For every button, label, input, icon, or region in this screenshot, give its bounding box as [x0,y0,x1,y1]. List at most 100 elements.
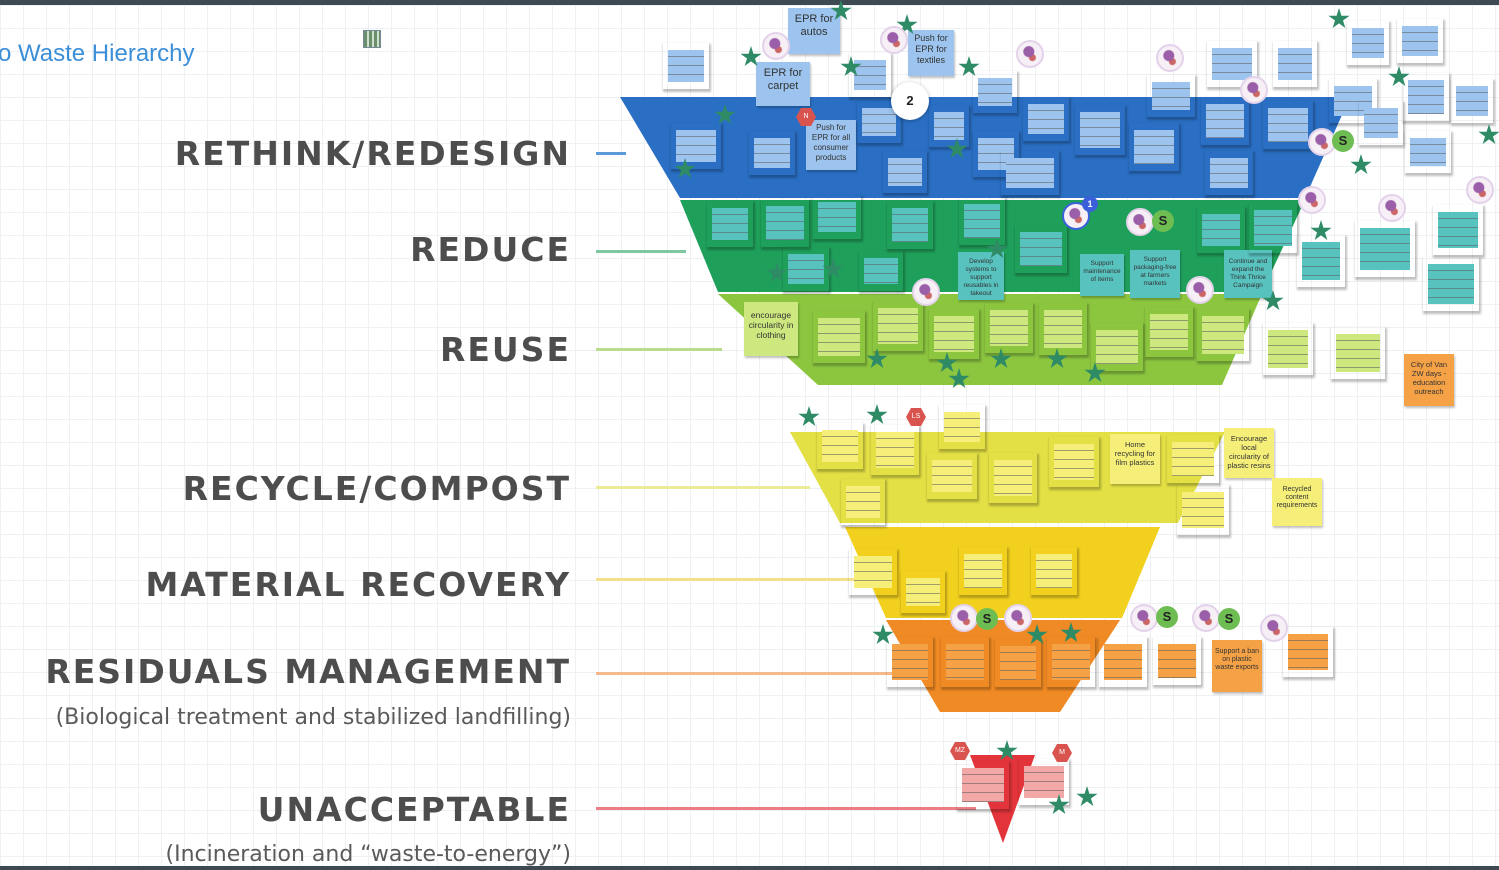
sticky-note[interactable] [928,104,970,148]
sticky-note[interactable]: City of Van ZW days - education outreach [1404,354,1454,406]
sticky-note[interactable] [872,300,924,352]
sticky-note[interactable]: Push for EPR for textiles [908,30,954,76]
sticky-note[interactable]: Support a ban on plastic waste exports [1212,640,1262,692]
user-initial-badge[interactable]: S [1156,606,1178,628]
sticky-note[interactable] [1422,256,1480,312]
user-initial-badge[interactable]: S [1152,210,1174,232]
hexagon-marker[interactable]: LS [906,408,926,426]
sticky-note[interactable] [1152,636,1202,686]
sticky-note[interactable] [938,404,986,450]
avatar[interactable] [1156,44,1184,72]
sticky-note[interactable] [958,196,1006,246]
sticky-note[interactable] [858,250,904,292]
sticky-note[interactable] [1144,306,1194,358]
sticky-note[interactable] [1074,104,1126,156]
sticky-note[interactable] [748,130,796,176]
sticky-note[interactable] [840,478,886,526]
sticky-note[interactable] [926,452,978,500]
sticky-note[interactable] [972,70,1018,114]
sticky-note[interactable] [940,636,990,688]
sticky-note[interactable] [706,200,754,248]
comment-count-badge[interactable]: 2 [891,82,929,120]
sticky-note[interactable] [1046,636,1096,688]
sticky-note[interactable] [812,310,866,364]
sticky-note[interactable] [900,570,946,614]
avatar[interactable] [762,32,790,60]
sticky-note[interactable] [1030,546,1078,596]
sticky-note[interactable] [958,546,1008,596]
sticky-note[interactable] [988,452,1038,504]
sticky-note[interactable] [1196,206,1246,254]
avatar[interactable] [1466,176,1494,204]
sticky-note[interactable] [1402,72,1450,122]
sticky-note[interactable] [1206,40,1258,88]
avatar[interactable] [1298,186,1326,214]
sticky-note[interactable] [1396,18,1444,64]
hexagon-marker[interactable]: N [796,108,816,126]
user-initial-badge[interactable]: S [1218,608,1240,630]
sticky-note[interactable] [848,52,892,98]
sticky-note[interactable] [1014,224,1068,274]
sticky-note[interactable] [1128,122,1180,172]
avatar[interactable] [1130,604,1158,632]
user-initial-badge[interactable]: S [976,608,998,630]
sticky-note[interactable] [1262,322,1314,376]
sticky-note[interactable] [1166,434,1220,484]
sticky-note[interactable]: Develop systems to support reusables in … [958,252,1004,300]
sticky-note[interactable] [1018,758,1070,806]
sticky-note[interactable] [1272,40,1318,88]
sticky-note[interactable] [1346,20,1390,66]
hexagon-marker[interactable]: MZ [950,742,970,760]
sticky-note[interactable] [1098,636,1148,688]
sticky-note[interactable] [1404,130,1452,174]
sticky-note[interactable] [856,100,902,144]
sticky-note[interactable] [882,150,928,194]
avatar[interactable] [912,278,940,306]
sticky-note[interactable] [886,200,934,250]
avatar[interactable] [1004,604,1032,632]
sticky-note[interactable] [1022,96,1070,142]
sticky-note[interactable] [1090,322,1144,372]
user-initial-badge[interactable]: S [1332,130,1354,152]
sticky-note[interactable] [1262,100,1314,150]
sticky-note[interactable] [1176,484,1230,536]
sticky-note[interactable]: Push for EPR for all consumer products [806,120,856,170]
sticky-note[interactable]: Encourage local circularity of plastic r… [1224,428,1274,478]
sticky-note[interactable]: Recycled content requirements [1272,478,1322,526]
avatar[interactable] [1126,208,1154,236]
sticky-note[interactable] [1432,204,1484,256]
avatar[interactable] [1308,128,1336,156]
avatar[interactable] [950,604,978,632]
sticky-note[interactable] [1200,96,1250,146]
sticky-note[interactable]: Continue and expand the Think Thrice Cam… [1224,250,1272,298]
sticky-note[interactable] [782,246,830,292]
sticky-note[interactable] [1000,150,1060,196]
sticky-note[interactable] [760,198,810,248]
sticky-note[interactable]: Support maintenance of items [1080,254,1124,296]
sticky-note[interactable] [1282,626,1334,678]
sticky-note[interactable] [1038,302,1088,356]
sticky-note[interactable]: EPR for autos [788,8,840,54]
hexagon-marker[interactable]: M [1052,744,1072,762]
sticky-note[interactable]: encourage circularity in clothing [744,302,798,356]
avatar[interactable] [1378,194,1406,222]
avatar[interactable] [1016,40,1044,68]
sticky-note[interactable] [994,638,1042,688]
sticky-note[interactable] [1048,436,1100,488]
avatar[interactable] [880,26,908,54]
sticky-note[interactable] [848,548,898,596]
sticky-note[interactable] [956,760,1010,810]
sticky-note[interactable] [886,636,934,688]
sticky-note[interactable] [928,308,980,360]
sticky-note[interactable] [1354,220,1416,278]
sticky-note[interactable]: EPR for carpet [756,62,810,106]
sticky-note[interactable]: Support packaging-free at farmers market… [1130,250,1180,298]
sticky-note[interactable] [984,302,1034,354]
sticky-note[interactable] [670,122,722,170]
sticky-note[interactable] [816,422,864,470]
sticky-note[interactable] [662,42,710,90]
sticky-note[interactable] [812,194,862,240]
sticky-note[interactable] [1248,202,1298,254]
avatar[interactable] [1260,614,1288,642]
sticky-note[interactable] [870,424,920,476]
